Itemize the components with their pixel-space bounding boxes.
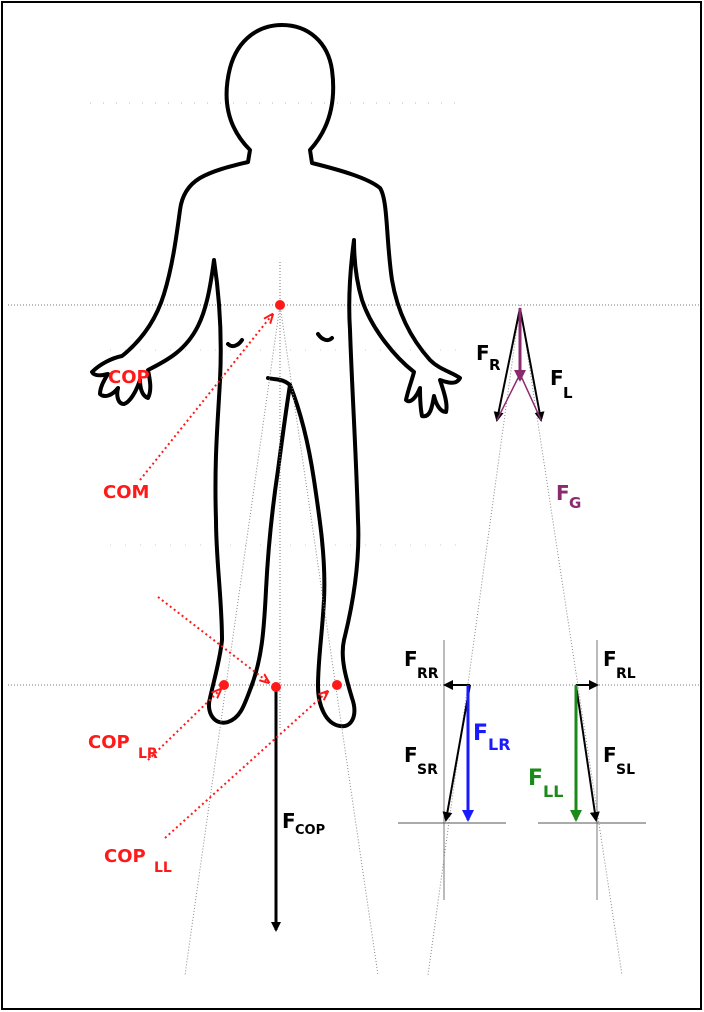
- cop-lr-label: COP LR: [88, 732, 158, 762]
- f-l-label: F L: [550, 366, 573, 402]
- f-r-label: F R: [476, 341, 501, 374]
- cop-ll-label-sub: LL: [154, 860, 172, 876]
- cop-ll-label-main: COP: [104, 846, 146, 867]
- com-pointer: [139, 315, 272, 481]
- f-g-label-main: F: [556, 481, 570, 505]
- cop-ll-pointer: [164, 692, 327, 839]
- f-r-label-main: F: [476, 341, 490, 365]
- f-sl-label-sub: SL: [616, 762, 635, 778]
- cop-ll-label: COP LL: [104, 846, 172, 876]
- cop-ll-point: [332, 680, 342, 690]
- f-sl-vector: [575, 684, 600, 822]
- f-rr-label: F RR: [404, 647, 439, 682]
- f-l-label-main: F: [550, 366, 564, 390]
- cop-lr-pointer: [147, 690, 220, 761]
- f-sl-label-main: F: [603, 743, 617, 767]
- cop-lr-point: [219, 680, 229, 690]
- f-sr-vector: [442, 684, 471, 822]
- f-g-triangle-right: [520, 375, 542, 421]
- f-sr-label-main: F: [404, 743, 418, 767]
- f-lr-label: F LR: [473, 721, 511, 754]
- f-rl-label-sub: RL: [616, 666, 636, 682]
- f-r-vector: [493, 307, 521, 422]
- f-cop-label: F COP: [282, 809, 325, 838]
- com-label: COM: [103, 482, 149, 503]
- f-rl-label: F RL: [603, 647, 636, 682]
- f-r-label-sub: R: [489, 356, 501, 374]
- f-cop-label-main: F: [282, 809, 296, 833]
- cop-lr-label-main: COP: [88, 732, 130, 753]
- com-point: [275, 300, 285, 310]
- cop-point: [271, 682, 281, 692]
- human-figure: [90, 23, 462, 729]
- f-ll-label-main: F: [528, 766, 543, 791]
- f-ll-label: F LL: [528, 766, 563, 801]
- construction-line-right: [519, 304, 623, 976]
- f-g-label: F G: [556, 481, 581, 512]
- guide-line-right: [279, 304, 379, 976]
- f-lr-label-main: F: [473, 721, 488, 746]
- f-sr-label-sub: SR: [417, 762, 438, 778]
- f-g-triangle-left: [496, 375, 520, 421]
- f-lr-label-sub: LR: [488, 735, 511, 754]
- cop-label: COP: [108, 367, 150, 388]
- f-cop-label-sub: COP: [295, 823, 325, 838]
- f-l-label-sub: L: [563, 384, 573, 402]
- cop-lr-label-sub: LR: [138, 746, 158, 762]
- f-ll-label-sub: LL: [543, 782, 563, 801]
- f-rr-label-main: F: [404, 647, 418, 671]
- cop-pointer: [157, 596, 268, 682]
- f-g-label-sub: G: [569, 494, 581, 512]
- f-rl-label-main: F: [603, 647, 617, 671]
- f-l-vector: [519, 307, 545, 422]
- f-sr-label: F SR: [404, 743, 438, 778]
- f-sl-label: F SL: [603, 743, 635, 778]
- f-rr-label-sub: RR: [417, 666, 439, 682]
